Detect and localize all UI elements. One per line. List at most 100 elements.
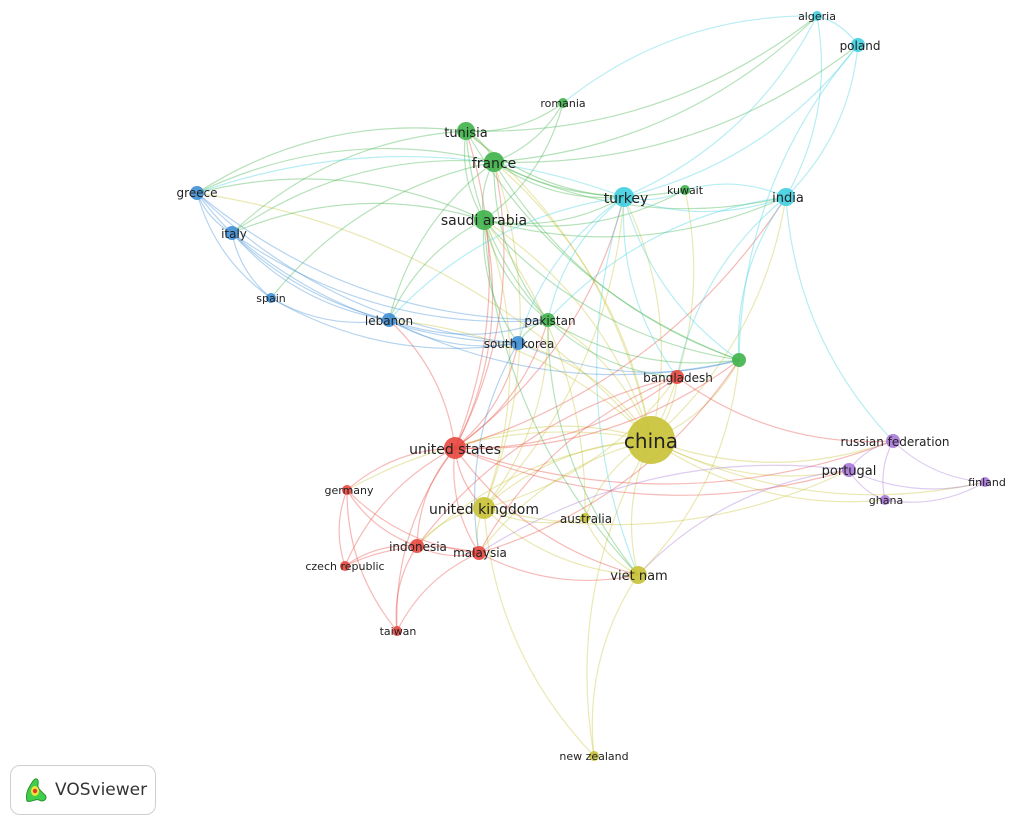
node-ghana[interactable] xyxy=(880,495,890,505)
node-malaysia[interactable] xyxy=(472,546,486,560)
link-saudi-arabia-green-unlabeled xyxy=(483,219,740,361)
link-pakistan-bangladesh xyxy=(547,319,678,378)
node-kuwait[interactable] xyxy=(680,185,690,195)
label-russian-federation[interactable]: russian federation xyxy=(840,435,949,449)
node-united-states[interactable] xyxy=(444,437,466,459)
label-algeria[interactable]: algeria xyxy=(798,10,836,23)
link-france-italy xyxy=(231,159,495,234)
label-bangladesh[interactable]: bangladesh xyxy=(643,371,713,385)
node-germany[interactable] xyxy=(342,485,352,495)
node-portugal[interactable] xyxy=(842,463,856,477)
link-pakistan-viet-nam xyxy=(547,319,639,576)
label-germany[interactable]: germany xyxy=(324,484,374,497)
node-russian-federation[interactable] xyxy=(886,434,900,448)
link-portugal-finland xyxy=(848,469,986,490)
label-italy[interactable]: italy xyxy=(221,227,247,241)
link-tunisia-romania xyxy=(465,102,564,132)
label-france[interactable]: france xyxy=(472,156,516,172)
link-united-states-indonesia xyxy=(416,447,456,547)
label-kuwait[interactable]: kuwait xyxy=(667,184,704,197)
link-united-states-portugal xyxy=(454,447,850,496)
label-new-zealand[interactable]: new zealand xyxy=(559,750,628,763)
label-greece[interactable]: greece xyxy=(176,186,217,200)
link-united-kingdom-new-zealand xyxy=(483,507,595,757)
node-finland[interactable] xyxy=(980,477,990,487)
label-finland[interactable]: finland xyxy=(968,476,1006,489)
label-australia[interactable]: australia xyxy=(560,512,612,526)
label-spain[interactable]: spain xyxy=(256,292,286,305)
link-united-states-russian-federation xyxy=(454,440,894,485)
node-lebanon[interactable] xyxy=(382,313,396,327)
label-malaysia[interactable]: malaysia xyxy=(453,546,507,560)
label-south-korea[interactable]: south korea xyxy=(484,337,555,351)
node-china[interactable] xyxy=(627,416,675,464)
node-bangladesh[interactable] xyxy=(670,370,684,384)
node-south-korea[interactable] xyxy=(511,336,525,350)
link-china-germany xyxy=(346,431,652,491)
node-poland[interactable] xyxy=(851,38,865,52)
link-india-russian-federation xyxy=(785,196,894,442)
label-poland[interactable]: poland xyxy=(840,39,881,53)
link-south-korea-green-unlabeled xyxy=(517,342,740,373)
label-lebanon[interactable]: lebanon xyxy=(365,314,413,328)
link-saudi-arabia-lebanon xyxy=(388,219,485,321)
link-china-new-zealand xyxy=(586,439,652,757)
node-italy[interactable] xyxy=(225,226,239,240)
node-indonesia[interactable] xyxy=(410,539,424,553)
label-saudi-arabia[interactable]: saudi arabia xyxy=(441,213,527,229)
link-india-green-unlabeled xyxy=(737,196,787,361)
label-tunisia[interactable]: tunisia xyxy=(444,126,488,141)
node-green-unlabeled[interactable] xyxy=(732,353,746,367)
node-new-zealand[interactable] xyxy=(589,751,599,761)
label-united-kingdom[interactable]: united kingdom xyxy=(429,502,539,518)
link-china-portugal xyxy=(650,439,850,477)
label-romania[interactable]: romania xyxy=(540,97,585,110)
node-india[interactable] xyxy=(777,188,795,206)
node-algeria[interactable] xyxy=(812,11,822,21)
node-france[interactable] xyxy=(484,152,504,172)
link-france-india xyxy=(493,161,787,210)
link-italy-pakistan xyxy=(231,232,549,323)
vosviewer-badge[interactable]: VOSviewer xyxy=(10,765,156,815)
node-czech-republic[interactable] xyxy=(340,561,350,571)
link-united-states-tunisia xyxy=(454,130,490,449)
label-turkey[interactable]: turkey xyxy=(604,191,649,207)
node-tunisia[interactable] xyxy=(457,122,475,140)
link-malaysia-taiwan xyxy=(396,552,480,632)
label-ghana[interactable]: ghana xyxy=(869,494,903,507)
label-portugal[interactable]: portugal xyxy=(822,464,877,479)
node-spain[interactable] xyxy=(266,293,276,303)
label-indonesia[interactable]: indonesia xyxy=(389,540,447,554)
link-china-indonesia xyxy=(416,439,652,547)
link-united-states-viet-nam xyxy=(454,447,639,576)
node-greece[interactable] xyxy=(190,186,204,200)
label-viet-nam[interactable]: viet nam xyxy=(610,569,667,584)
link-united-states-india xyxy=(454,196,787,449)
link-united-states-germany xyxy=(346,447,456,491)
label-united-states[interactable]: united states xyxy=(409,442,501,458)
link-saudi-arabia-turkey xyxy=(483,196,625,225)
node-saudi-arabia[interactable] xyxy=(474,210,494,230)
link-saudi-arabia-kuwait xyxy=(483,189,686,227)
link-united-states-malaysia xyxy=(453,447,480,554)
link-italy-south-korea xyxy=(231,232,519,344)
label-czech-republic[interactable]: czech republic xyxy=(305,560,384,573)
link-turkey-green-unlabeled xyxy=(623,196,740,361)
link-turkey-south-korea xyxy=(517,196,625,344)
node-australia[interactable] xyxy=(580,513,590,523)
label-pakistan[interactable]: pakistan xyxy=(524,314,575,328)
node-turkey[interactable] xyxy=(614,187,634,207)
label-taiwan[interactable]: taiwan xyxy=(380,625,417,638)
node-layer xyxy=(190,11,990,761)
link-india-kuwait xyxy=(684,183,787,198)
node-pakistan[interactable] xyxy=(541,313,555,327)
node-viet-nam[interactable] xyxy=(629,566,647,584)
link-algeria-romania xyxy=(562,15,818,104)
link-united-states-lebanon xyxy=(388,319,456,449)
label-china[interactable]: china xyxy=(624,429,678,453)
node-united-kingdom[interactable] xyxy=(473,497,495,519)
label-india[interactable]: india xyxy=(772,191,804,206)
node-taiwan[interactable] xyxy=(392,626,402,636)
node-romania[interactable] xyxy=(558,98,568,108)
